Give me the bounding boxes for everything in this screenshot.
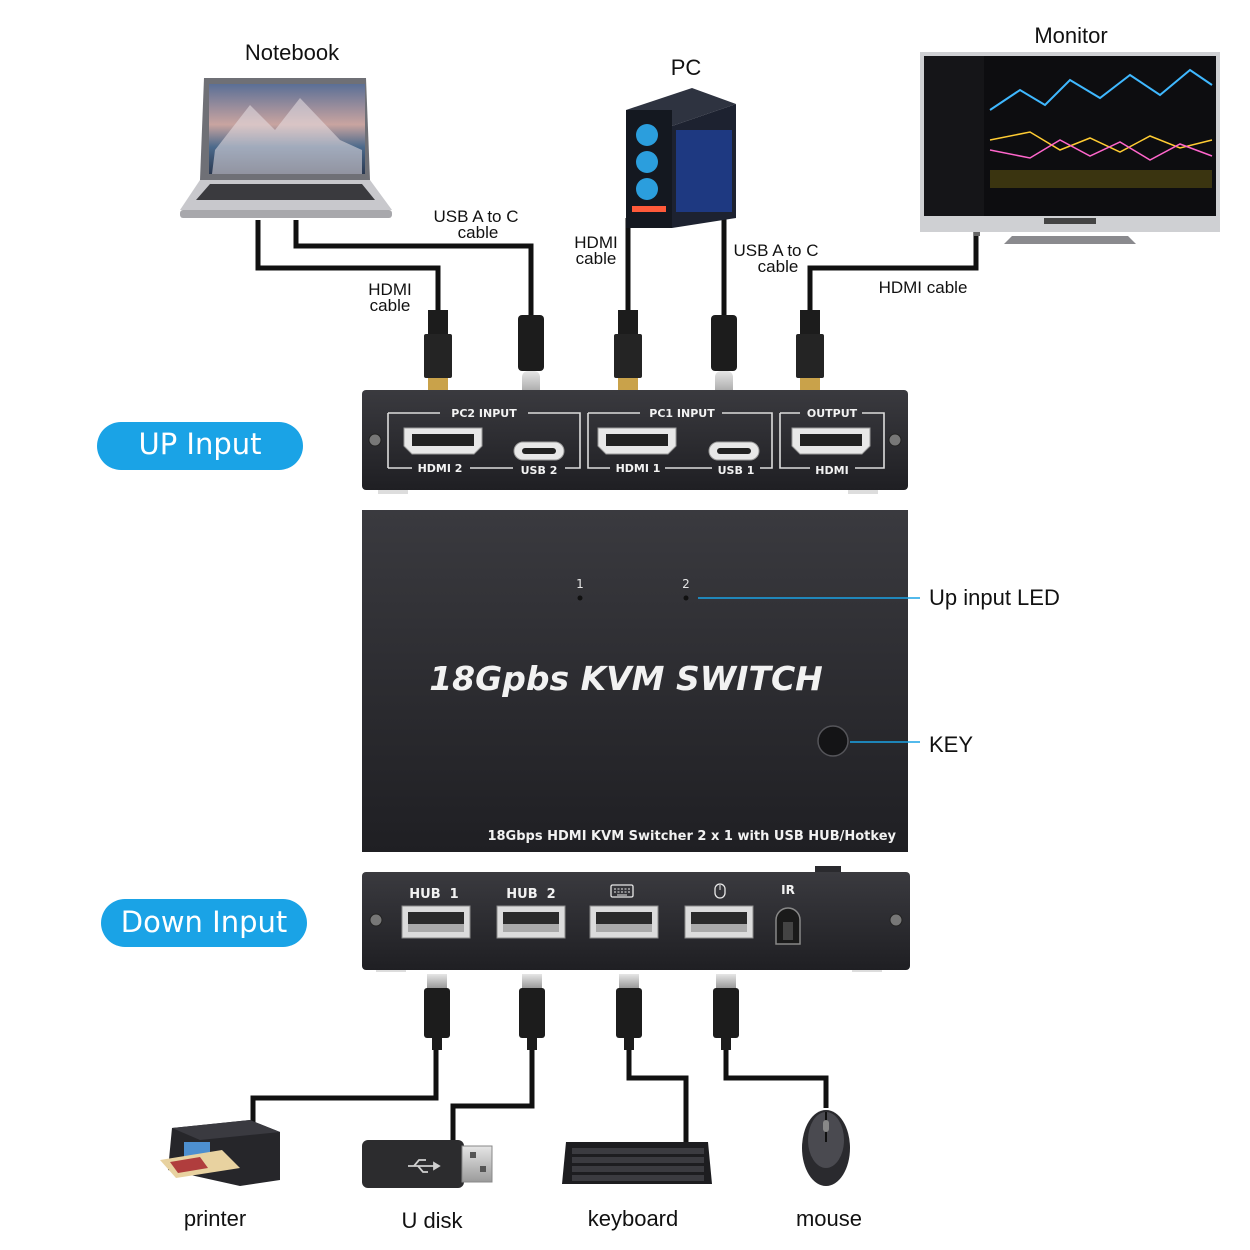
hub2-usb-port[interactable] [496,905,566,939]
usb-flash-drive-image [362,1140,493,1188]
ir-label: IR [781,883,795,897]
pc-label: PC [671,55,702,80]
hub2-label: HUB 2 [506,887,555,902]
cables [250,218,979,1142]
down-input-panel: HUB 1 HUB 2 IR [362,866,910,972]
hub1-usb-port[interactable] [401,905,471,939]
printer-cable [250,1050,439,1135]
usb1-port[interactable] [708,441,760,461]
key-button[interactable] [817,725,849,757]
keyboard-usb-port[interactable] [589,905,659,939]
led-1-label: 1 [576,577,584,591]
pc1-input-label: PC1 INPUT [649,407,715,420]
led-1 [577,595,583,601]
output-label: OUTPUT [807,407,858,420]
monitor-hdmi-cable [807,232,979,318]
notebook-hdmi-cable-label-1: HDMI [368,280,411,299]
hdmi-output-port-label: HDMI [815,464,848,477]
hdmi-connector [614,310,642,394]
notebook-label: Notebook [245,40,340,65]
key-callout: KEY [929,732,973,757]
down-input-pill-label: Down Input [121,905,287,939]
mouse-cable [723,1050,829,1108]
keyboard-label: keyboard [588,1206,679,1231]
switch-subtitle: 18Gbps HDMI KVM Switcher 2 x 1 with USB … [487,829,896,844]
usb1-port-label: USB 1 [718,464,755,477]
hdmi-output-port[interactable] [791,427,871,455]
notebook-usb-cable-label-2: cable [458,223,499,242]
led-2 [683,595,689,601]
usb-a-connector [519,974,545,1050]
usb2-port[interactable] [513,441,565,461]
mouse-image [802,1110,850,1186]
printer-label: printer [184,1206,246,1231]
hdmi2-port-label: HDMI 2 [418,462,463,475]
keyboard-icon [610,884,634,898]
monitor-label: Monitor [1034,23,1107,48]
monitor-hdmi-cable-label: HDMI cable [879,278,968,297]
notebook-image [180,78,392,218]
usb-icon [408,1159,441,1173]
pc2-input-label: PC2 INPUT [451,407,517,420]
pc-hdmi-cable-label-2: cable [576,249,617,268]
ir-receiver [775,907,801,945]
led-2-label: 2 [682,577,690,591]
notebook-usb-cable [293,220,534,318]
up-input-panel: PC2 INPUT PC1 INPUT OUTPUT HDMI 2 USB 2 … [362,390,908,494]
pc-usb-cable-label-2: cable [758,257,799,276]
kvm-switch-box: 1 2 18Gpbs KVM SWITCH 18Gbps HDMI KVM Sw… [362,510,908,852]
usb-c-connector [711,315,737,397]
hub1-label: HUB 1 [409,887,458,902]
hdmi2-port[interactable] [403,427,483,455]
hdmi-connector [424,310,452,394]
hdmi-connector [796,310,824,394]
switch-title: 18Gpbs KVM SWITCH [429,659,823,698]
udisk-label: U disk [401,1208,463,1233]
printer-image [160,1120,280,1186]
keyboard-cable [626,1050,689,1142]
hdmi1-port-label: HDMI 1 [616,462,661,475]
udisk-cable [450,1050,535,1142]
up-input-pill: UP Input [97,422,303,470]
notebook-usb-cable-label-1: USB A to C [433,207,518,226]
usb-a-connector [424,974,450,1050]
notebook-hdmi-cable [255,220,441,320]
pc-hdmi-cable-label-1: HDMI [574,233,617,252]
hdmi1-port[interactable] [597,427,677,455]
up-input-led-callout: Up input LED [929,585,1060,610]
mouse-icon [714,883,726,899]
usb-a-connector [616,974,642,1050]
down-input-pill: Down Input [101,899,307,947]
up-input-pill-label: UP Input [138,427,261,461]
pc-tower-image [626,88,736,228]
usb-c-connector [518,315,544,397]
usb-a-connector [713,974,739,1050]
mouse-usb-port[interactable] [684,905,754,939]
usb2-port-label: USB 2 [521,464,558,477]
notebook-hdmi-cable-label-2: cable [370,296,411,315]
pc-usb-cable-label-1: USB A to C [733,241,818,260]
mouse-label: mouse [796,1206,862,1231]
monitor-image [920,52,1220,244]
keyboard-image [562,1142,712,1184]
